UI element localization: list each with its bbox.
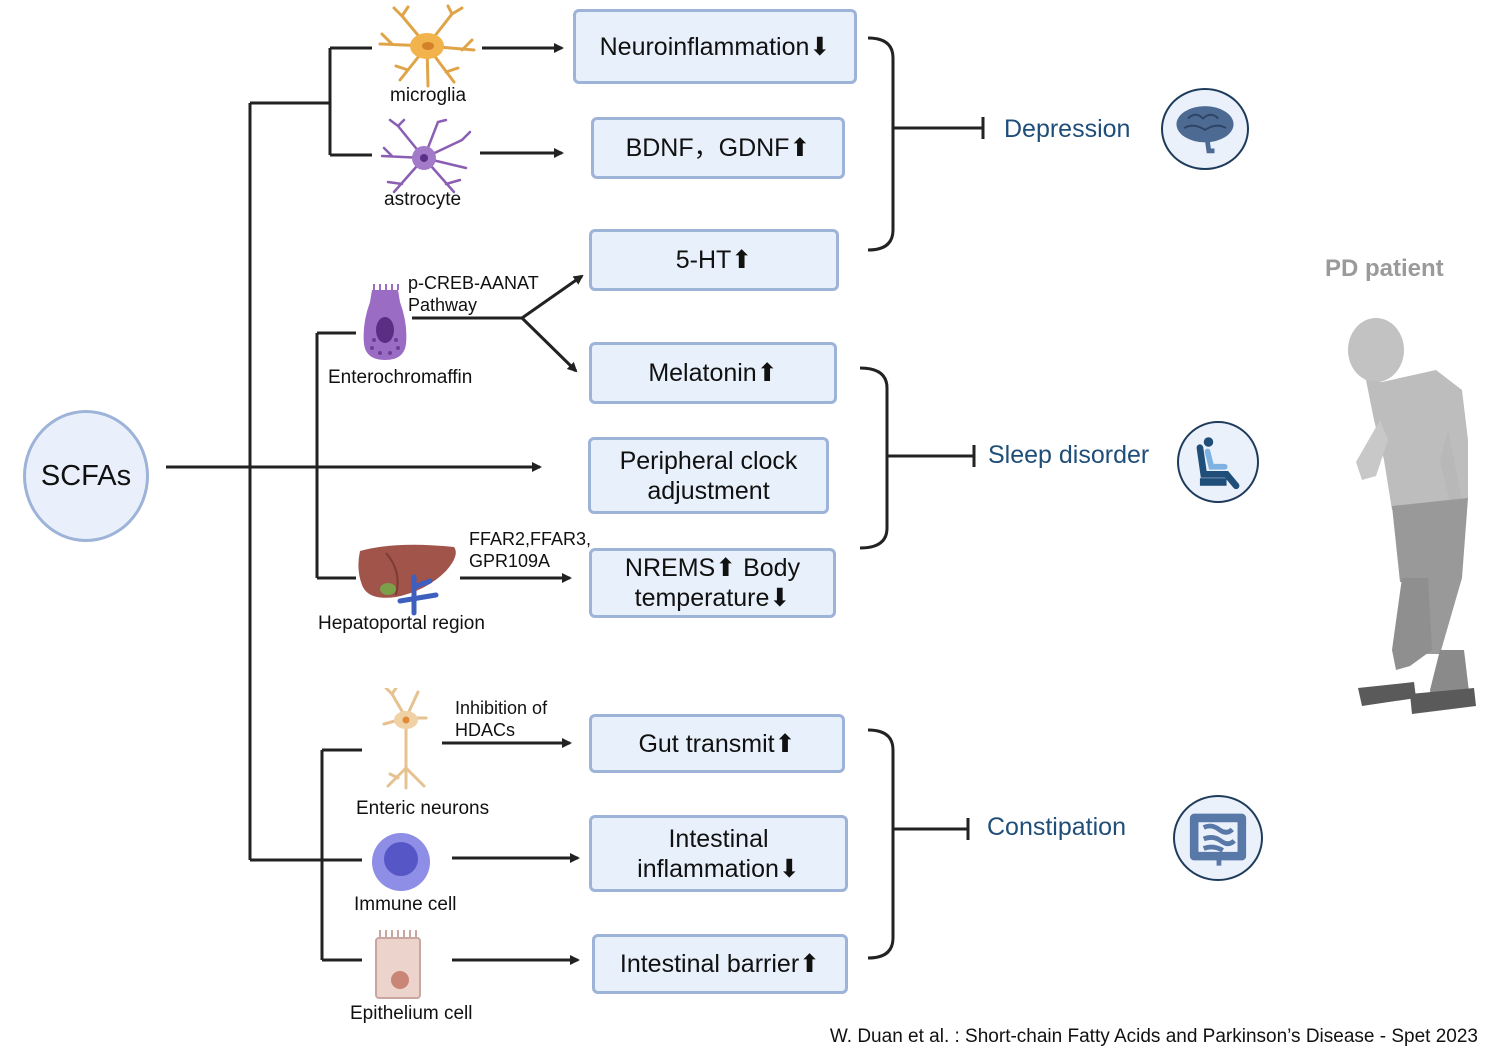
intestinal-inflammation-box: Intestinal inflammation⬇ — [589, 815, 848, 892]
enterochromaffin-icon — [363, 284, 407, 360]
serotonin-box: 5-HT⬆ — [589, 229, 839, 291]
bdnf-gdnf-box: BDNF，GDNF⬆ — [591, 117, 845, 179]
ffar-receptor-label: FFAR2,FFAR3, GPR109A — [469, 529, 592, 571]
immune-cell-label: Immune cell — [354, 894, 457, 915]
melatonin-text: Melatonin⬆ — [648, 359, 778, 387]
immune-cell-icon — [372, 833, 430, 891]
neuroinflammation-text: Neuroinflammation⬇ — [599, 32, 831, 61]
scfas-node: SCFAs — [23, 410, 149, 542]
intestine-icon — [1173, 795, 1263, 881]
intestinal-barrier-box: Intestinal barrier⬆ — [592, 934, 848, 994]
nrems-text: NREMS⬆ Body temperature⬇ — [624, 554, 801, 612]
liver-icon — [358, 544, 456, 616]
creb-pathway-label: p-CREB-AANAT Pathway — [408, 273, 539, 315]
scfas-label: SCFAs — [40, 459, 132, 492]
microglia-icon — [378, 4, 476, 88]
neuroinflammation-box: Neuroinflammation⬇ — [573, 9, 857, 84]
epithelium-cell-icon — [375, 930, 421, 999]
citation-text: W. Duan et al. : Short-chain Fatty Acids… — [829, 1026, 1478, 1047]
recliner-chair-icon — [1177, 421, 1259, 503]
hdac-inhibition-label: Inhibition of HDACs — [455, 698, 548, 740]
gut-transmit-text: Gut transmit⬆ — [638, 729, 796, 758]
hepatoportal-label: Hepatoportal region — [318, 613, 485, 634]
bdnf-gdnf-text: BDNF，GDNF⬆ — [625, 134, 811, 162]
intestinal-barrier-text: Intestinal barrier⬆ — [619, 950, 821, 978]
depression-label: Depression — [1004, 115, 1131, 143]
enterochromaffin-label: Enterochromaffin — [328, 367, 473, 388]
peripheral-clock-text: Peripheral clock adjustment — [619, 446, 798, 505]
epithelium-cell-label: Epithelium cell — [350, 1003, 473, 1024]
peripheral-clock-box: Peripheral clock adjustment — [588, 437, 829, 514]
enteric-neuron-icon — [382, 688, 428, 790]
brain-icon — [1161, 88, 1249, 170]
pd-patient-figure-icon — [1348, 318, 1476, 714]
sleep-disorder-label: Sleep disorder — [988, 441, 1150, 469]
intestinal-inflammation-text: Intestinal inflammation⬇ — [637, 824, 800, 883]
melatonin-box: Melatonin⬆ — [589, 342, 837, 404]
gut-transmit-box: Gut transmit⬆ — [589, 714, 845, 773]
constipation-label: Constipation — [987, 813, 1126, 841]
nrems-box: NREMS⬆ Body temperature⬇ — [589, 548, 836, 618]
serotonin-text: 5-HT⬆ — [675, 246, 753, 274]
astrocyte-label: astrocyte — [384, 189, 462, 210]
pd-patient-label: PD patient — [1325, 255, 1444, 282]
microglia-label: microglia — [390, 85, 467, 106]
enteric-neurons-label: Enteric neurons — [356, 798, 490, 819]
astrocyte-icon — [380, 118, 472, 194]
